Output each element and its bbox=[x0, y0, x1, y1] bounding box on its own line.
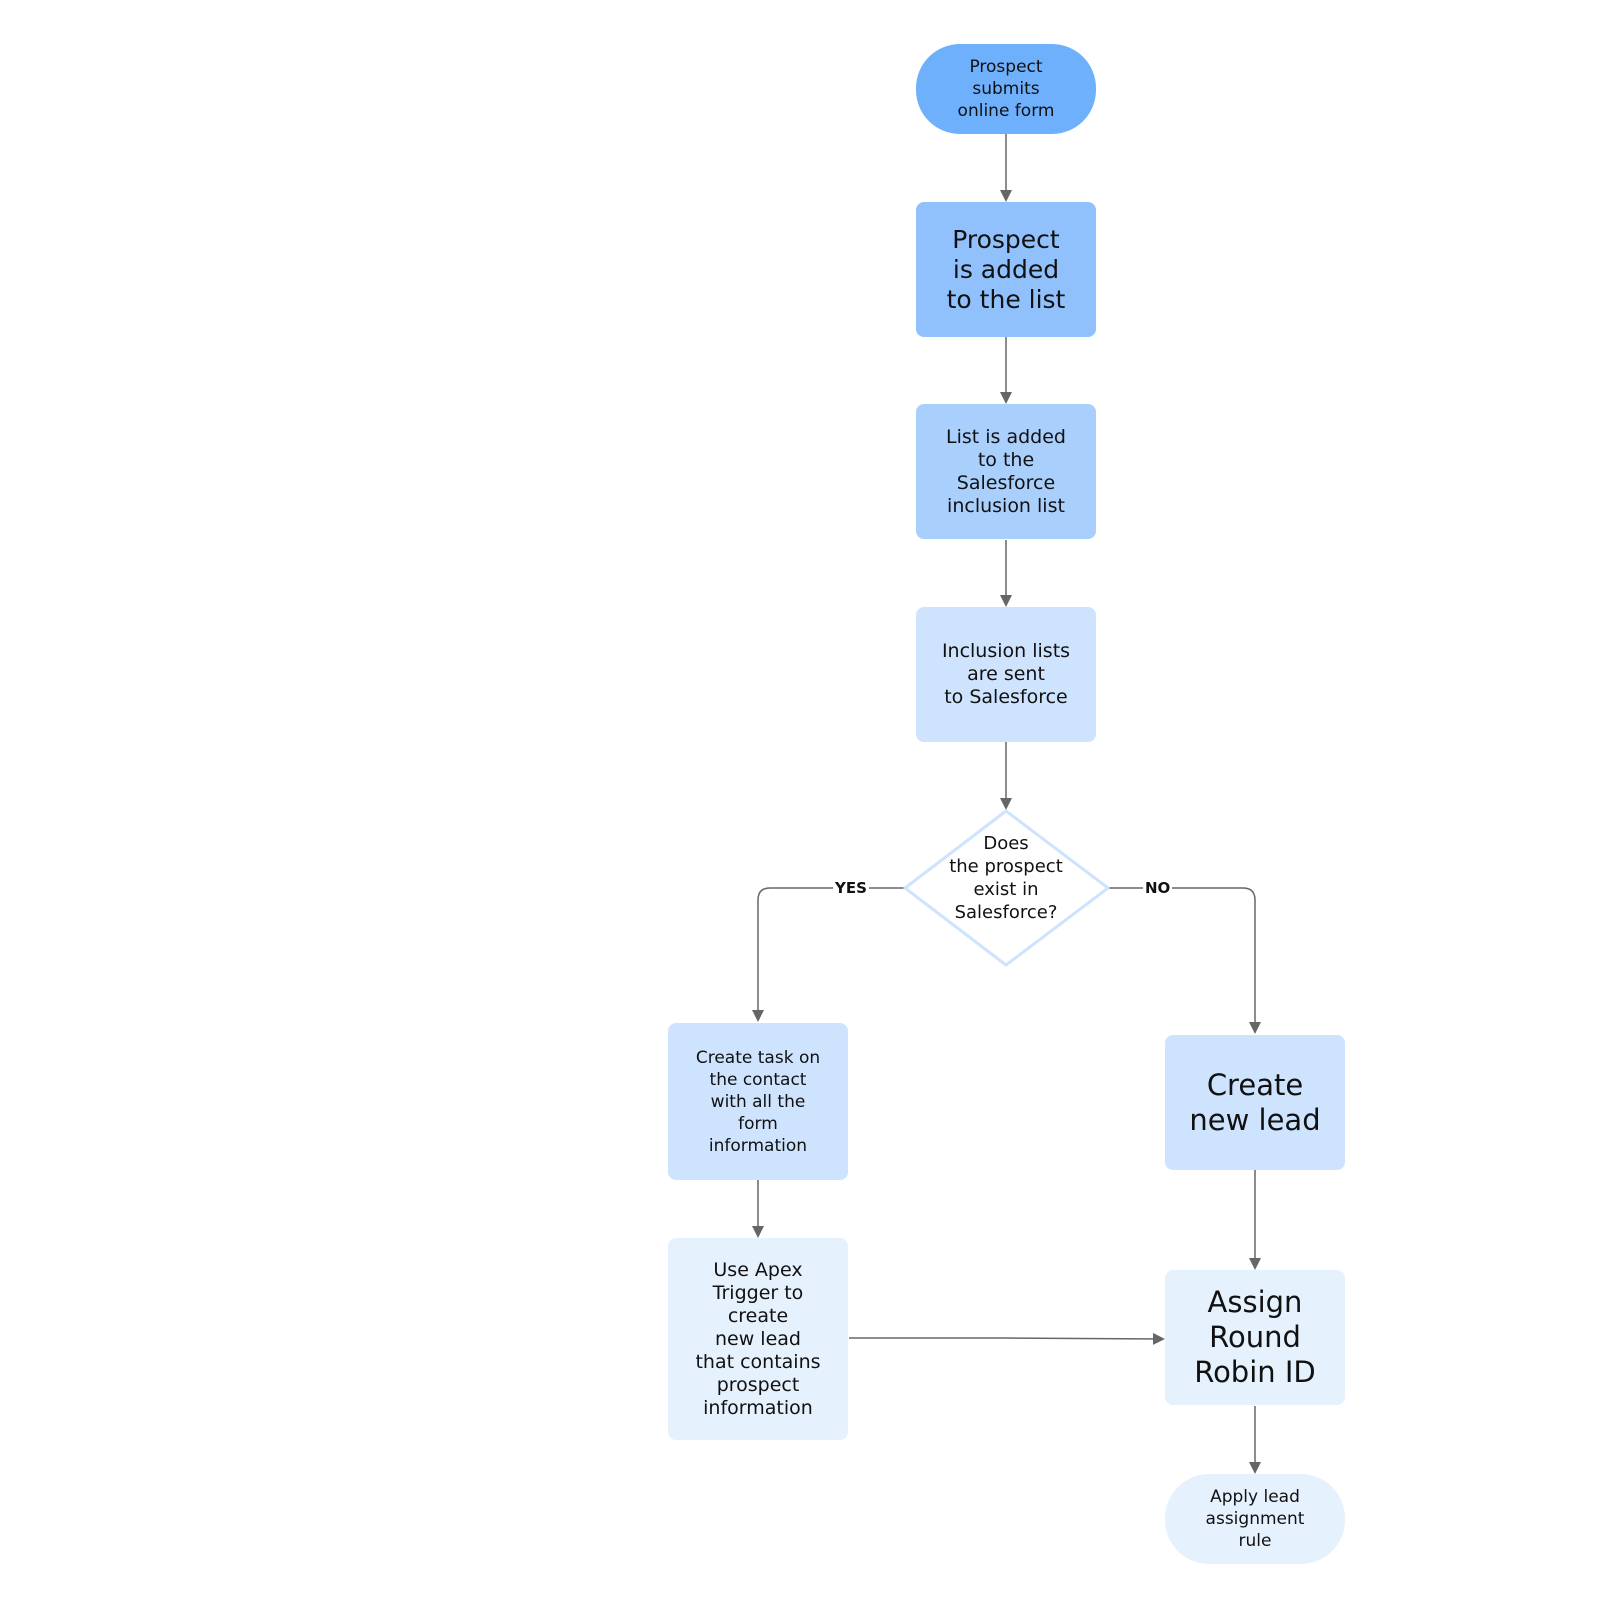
decision-label: Does the prospect exist in Salesforce? bbox=[949, 833, 1063, 923]
end-terminal: Apply lead assignment rule bbox=[1165, 1474, 1345, 1564]
step-apex-trigger: Use Apex Trigger to create new lead that… bbox=[668, 1238, 848, 1440]
connector-apex-to-assign bbox=[849, 1332, 1165, 1345]
decision-diamond bbox=[903, 809, 1110, 967]
step-lists-sent: Inclusion lists are sent to Salesforce bbox=[916, 607, 1096, 742]
connector-yes-branch bbox=[752, 887, 905, 1022]
step-list-added: List is added to the Salesforce inclusio… bbox=[916, 404, 1096, 539]
start-terminal: Prospect submits online form bbox=[916, 44, 1096, 134]
step-create-lead: Create new lead bbox=[1165, 1035, 1345, 1170]
step-create-task: Create task on the contact with all the … bbox=[668, 1023, 848, 1180]
edge-label-yes: YES bbox=[833, 879, 869, 897]
connector-no-branch bbox=[1108, 887, 1261, 1034]
edge-label-no: NO bbox=[1143, 879, 1173, 897]
step-prospect-added: Prospect is added to the list bbox=[916, 202, 1096, 337]
step-assign-round-robin: Assign Round Robin ID bbox=[1165, 1270, 1345, 1405]
